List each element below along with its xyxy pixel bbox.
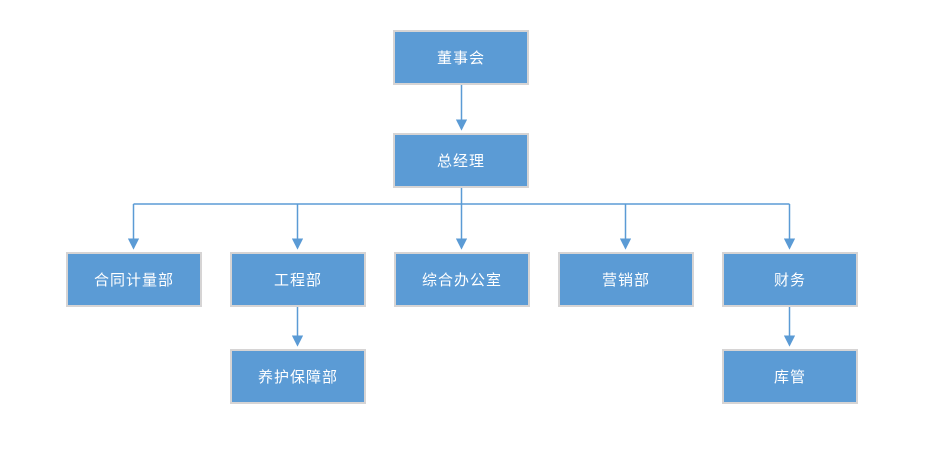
node-warehouse-management-label: 库管: [773, 368, 806, 386]
node-finance-dept-label: 财务: [773, 271, 806, 289]
node-general-office: 综合办公室: [394, 252, 530, 307]
node-warehouse-management: 库管: [722, 349, 858, 404]
node-finance-dept: 财务: [722, 252, 858, 307]
node-contract-measurement-dept: 合同计量部: [66, 252, 202, 307]
node-engineering-dept-label: 工程部: [273, 271, 322, 289]
node-marketing-dept-label: 营销部: [601, 271, 650, 289]
node-contract-measurement-dept-label: 合同计量部: [93, 271, 174, 289]
node-general-manager: 总经理: [393, 133, 529, 188]
node-board-label: 董事会: [436, 49, 485, 67]
node-maintenance-support-dept: 养护保障部: [230, 349, 366, 404]
node-engineering-dept: 工程部: [230, 252, 366, 307]
node-marketing-dept: 营销部: [558, 252, 694, 307]
node-general-manager-label: 总经理: [436, 152, 485, 170]
node-general-office-label: 综合办公室: [421, 271, 502, 289]
node-maintenance-support-dept-label: 养护保障部: [257, 368, 338, 386]
node-board: 董事会: [393, 30, 529, 85]
